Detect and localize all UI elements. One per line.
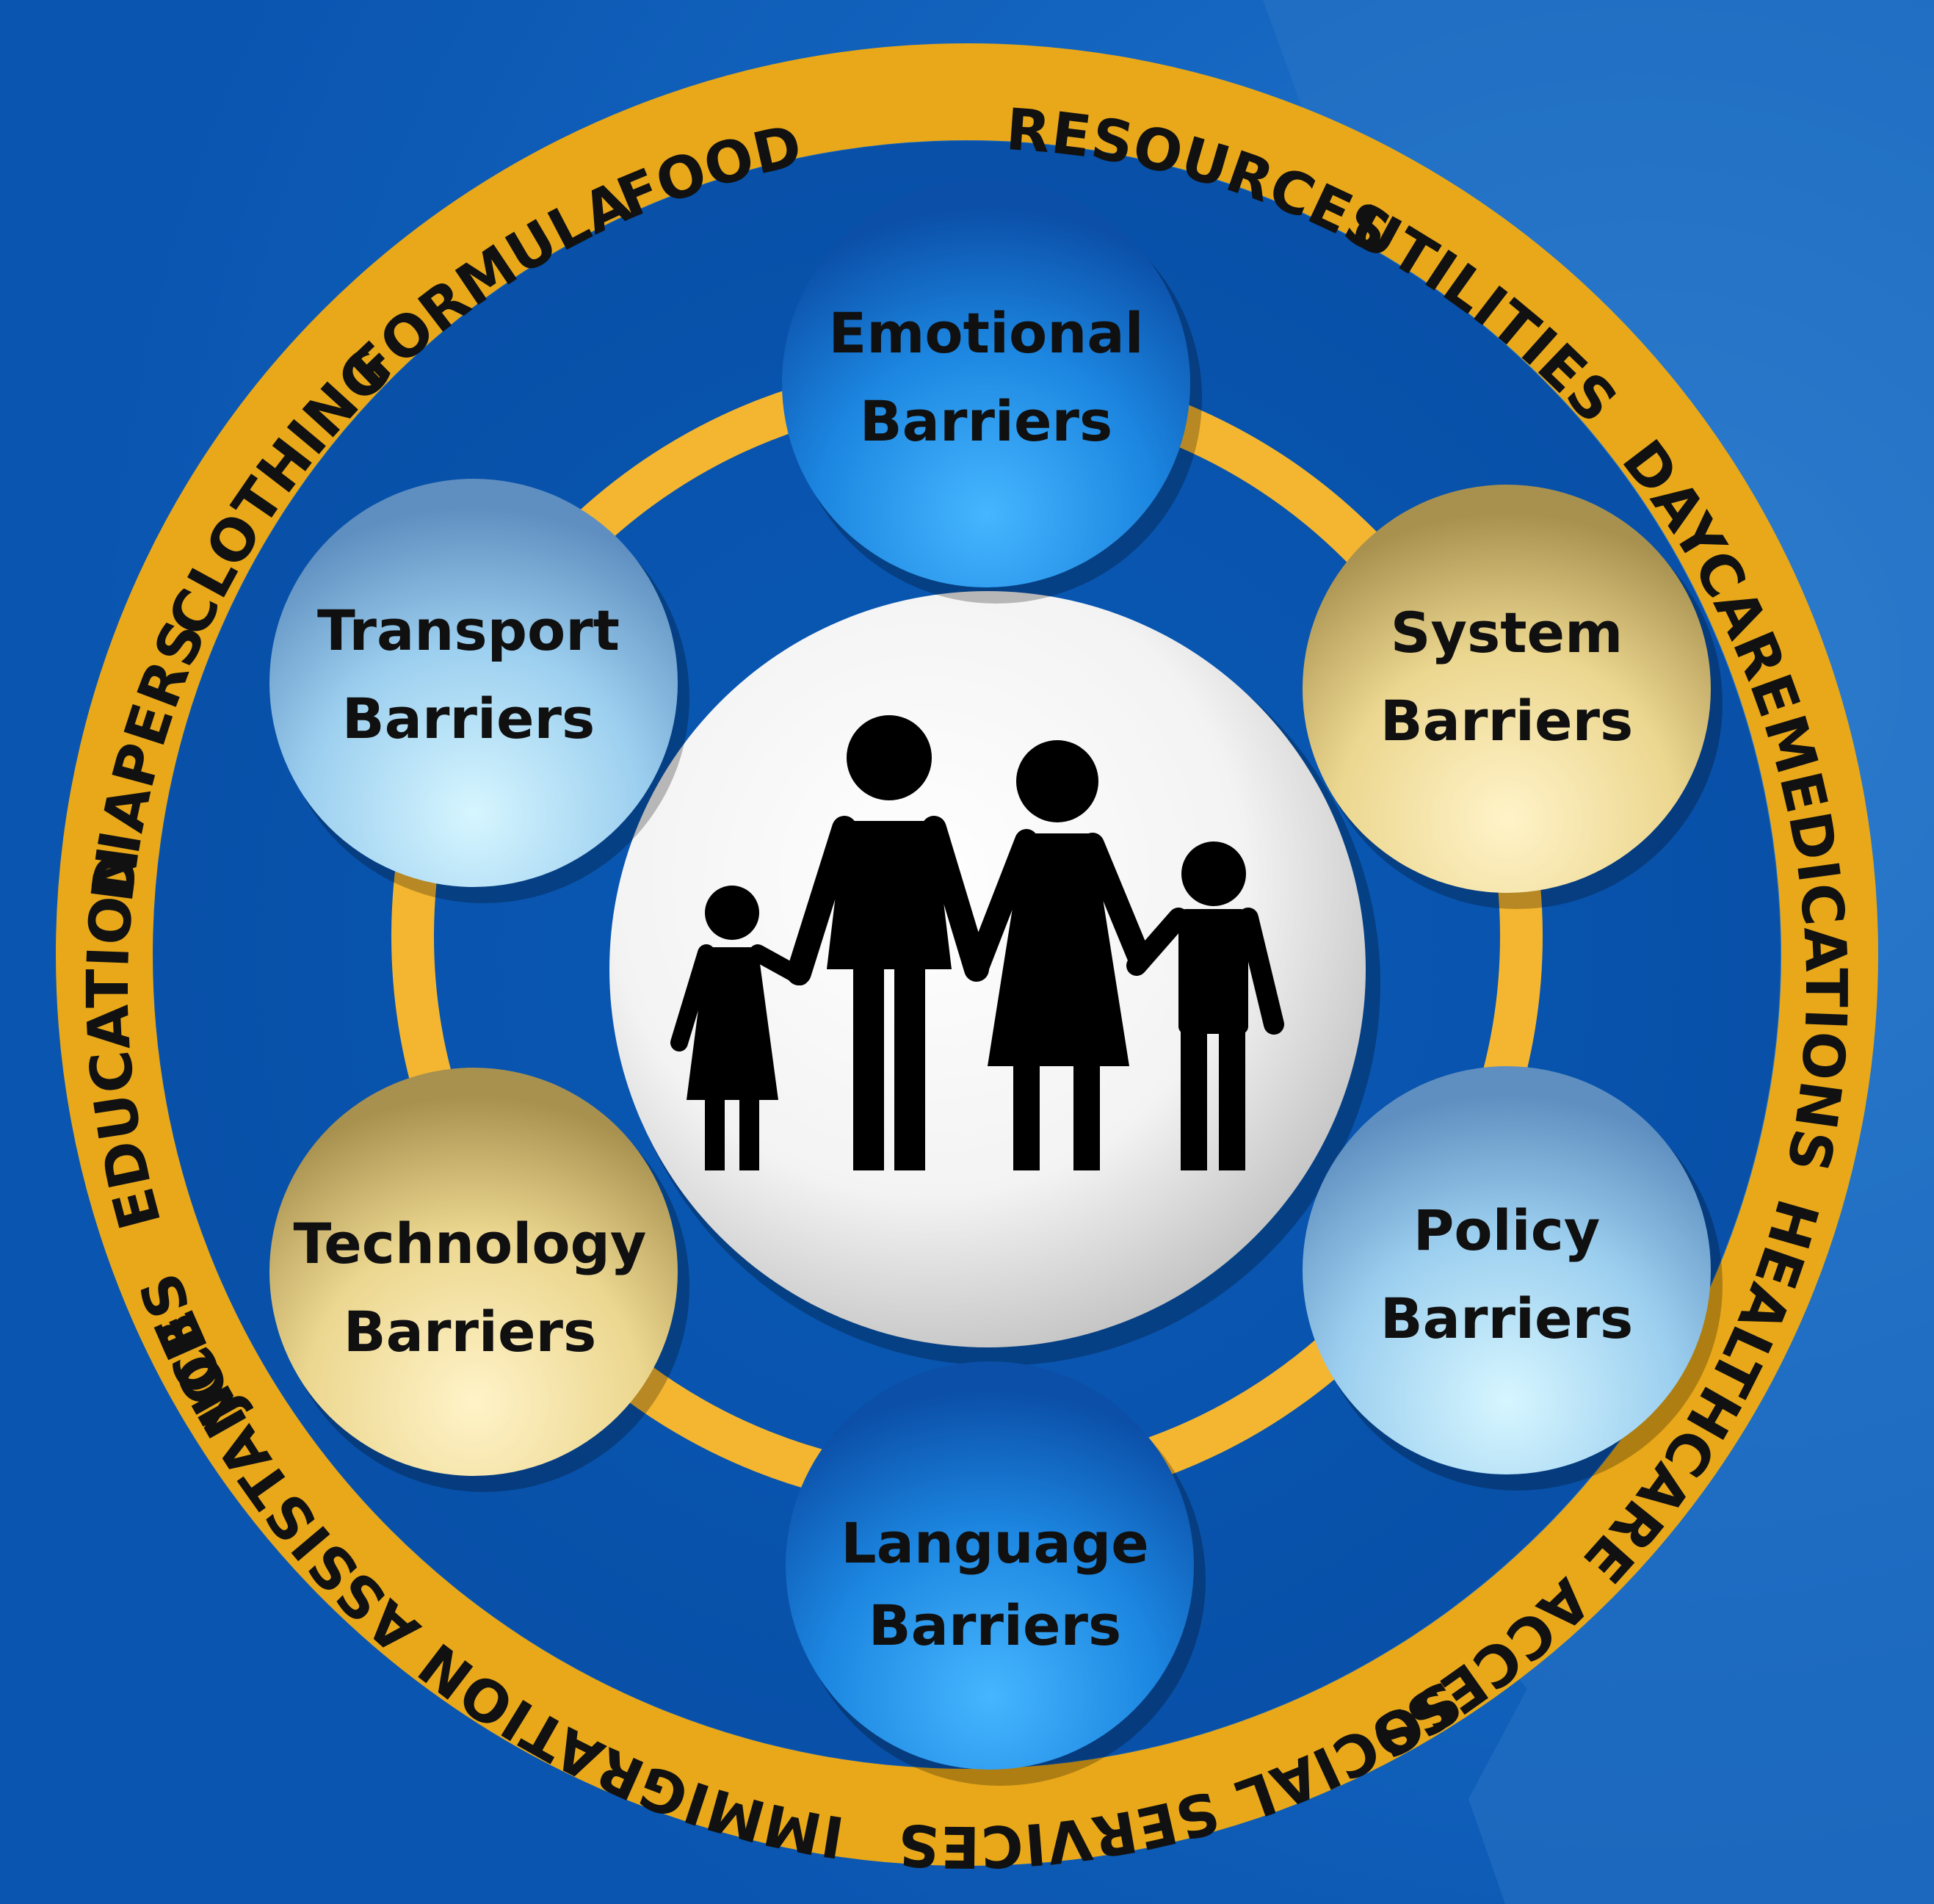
barrier-node-technology: Technology Barriers <box>269 1068 689 1492</box>
barrier-label-line1: Technology <box>294 1211 647 1276</box>
barrier-node-system: System Barriers <box>1303 485 1723 909</box>
barrier-label-line2: Barriers <box>342 686 595 751</box>
barrier-label-line1: Policy <box>1413 1198 1601 1263</box>
barrier-label-line2: Barriers <box>1380 688 1634 753</box>
barrier-node-policy: Policy Barriers <box>1303 1066 1723 1491</box>
barrier-node-transport: Transport Barriers <box>269 479 689 903</box>
barrier-label-line1: System <box>1391 600 1623 665</box>
barrier-label-line2: Barriers <box>1380 1286 1634 1351</box>
barrier-node-language: Language Barriers <box>786 1361 1206 1786</box>
barrier-label-line1: Transport <box>317 598 620 663</box>
barrier-node-emotional: Emotional Barriers <box>782 179 1202 604</box>
outer-ring <box>56 43 1878 1866</box>
barrier-label-line1: Emotional <box>828 300 1143 366</box>
family-icon <box>670 715 1284 1170</box>
barrier-label-line2: Barriers <box>860 388 1113 454</box>
barrier-label-line2: Barriers <box>869 1593 1122 1658</box>
barrier-label-line1: Language <box>841 1510 1149 1576</box>
barrier-label-line2: Barriers <box>344 1299 597 1364</box>
